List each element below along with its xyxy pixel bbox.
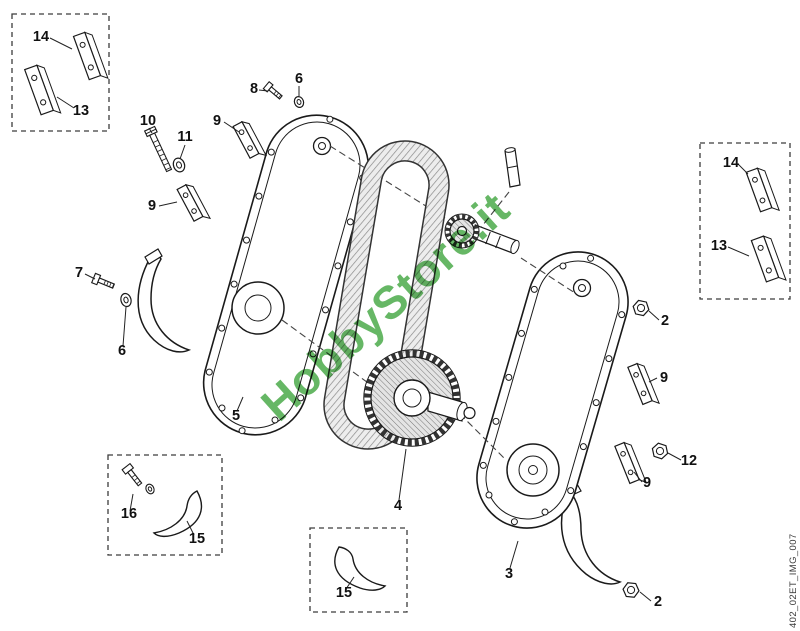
cover-left-top-hole [312, 136, 332, 156]
callout-label: 9 [213, 113, 221, 129]
cover-right-bolt-holes [479, 254, 626, 526]
axis-line [478, 191, 510, 231]
tine-left-tab [144, 248, 163, 265]
small-sprocket-teeth [445, 214, 479, 248]
group-box-right [699, 142, 791, 300]
callout-label: 9 [643, 475, 651, 491]
callout-label: 15 [336, 585, 352, 601]
nut-2-bottom [622, 582, 640, 598]
callout-label: 4 [394, 498, 402, 514]
group-box-bottom-center [309, 527, 408, 613]
callout-label: 6 [295, 71, 303, 87]
axis-line [281, 319, 372, 386]
image-code: 402_02ET_IMG_007 [788, 533, 799, 628]
small-sprocket-shaft-end [510, 239, 520, 255]
screw-16 [121, 462, 143, 487]
block-14-top-left [72, 31, 109, 81]
gear-hub [393, 379, 431, 417]
chaincase-cover-left [202, 114, 370, 436]
small-sprocket-shaft [444, 213, 520, 255]
cover-right-hub-inner [518, 455, 548, 485]
leader-lines [49, 37, 750, 602]
screw-7 [90, 272, 116, 289]
cover-left-hub-inner [244, 294, 272, 322]
cover-right-hub [506, 443, 560, 497]
nut-12 [651, 442, 669, 460]
gear-bore [402, 388, 422, 408]
callout-label: 10 [140, 113, 156, 129]
blade-15-bottom-center [334, 546, 387, 591]
cover-right-top-hole [572, 278, 592, 298]
spacer-block-9-b [176, 183, 212, 223]
spacer-block-9-c [627, 362, 660, 406]
nut-2-top [632, 299, 650, 317]
block-14-right [745, 167, 781, 213]
callout-label: 2 [654, 594, 662, 610]
cover-left-top-hole-inner [318, 142, 326, 150]
cover-left-hub [231, 281, 285, 335]
callout-label: 12 [681, 453, 697, 469]
callout-label: 9 [660, 370, 668, 386]
callout-label: 11 [177, 129, 192, 145]
gear-teeth [364, 350, 460, 446]
spacer-block-9-a [232, 120, 268, 160]
callout-label: 16 [121, 506, 137, 522]
group-box-bottom-left [107, 454, 223, 556]
callout-label: 5 [232, 408, 240, 424]
callout-label: 9 [148, 198, 156, 214]
washer-6-left [120, 292, 132, 308]
spacer-block-9-d [614, 441, 647, 485]
callout-label: 13 [73, 103, 89, 119]
callout-label: 2 [661, 313, 669, 329]
chaincase-cover-right [476, 251, 629, 529]
callout-label: 13 [711, 238, 727, 254]
grouping-boxes [11, 13, 791, 613]
block-13-right [750, 235, 787, 283]
callout-label: 7 [75, 265, 83, 281]
screw-8 [262, 80, 283, 100]
cover-right-hub-center [528, 465, 538, 475]
washer-11 [172, 157, 186, 173]
pin-top-face [504, 147, 516, 153]
block-13-top-left [23, 64, 62, 116]
gear-shaft-stub [463, 406, 476, 420]
callout-label: 8 [250, 81, 258, 97]
callout-label: 14 [33, 29, 49, 45]
pin-stud [504, 147, 521, 188]
group-box-top-left [11, 13, 110, 132]
washer-6-top [293, 96, 305, 108]
callout-label: 14 [723, 155, 739, 171]
blade-15-bottom-left [152, 490, 203, 538]
screw-10 [143, 125, 173, 173]
tine-left [137, 248, 192, 353]
callout-labels: 14 13 8 6 10 11 9 9 7 6 5 4 3 2 9 12 9 2… [33, 29, 739, 610]
cover-right-top-hole-inner [578, 284, 586, 292]
washer-16 [145, 483, 155, 495]
callout-label: 6 [118, 343, 126, 359]
small-sprocket-bore [456, 225, 468, 237]
callout-label: 15 [189, 531, 205, 547]
callout-label: 3 [505, 566, 513, 582]
sprocket-gear [363, 349, 476, 447]
